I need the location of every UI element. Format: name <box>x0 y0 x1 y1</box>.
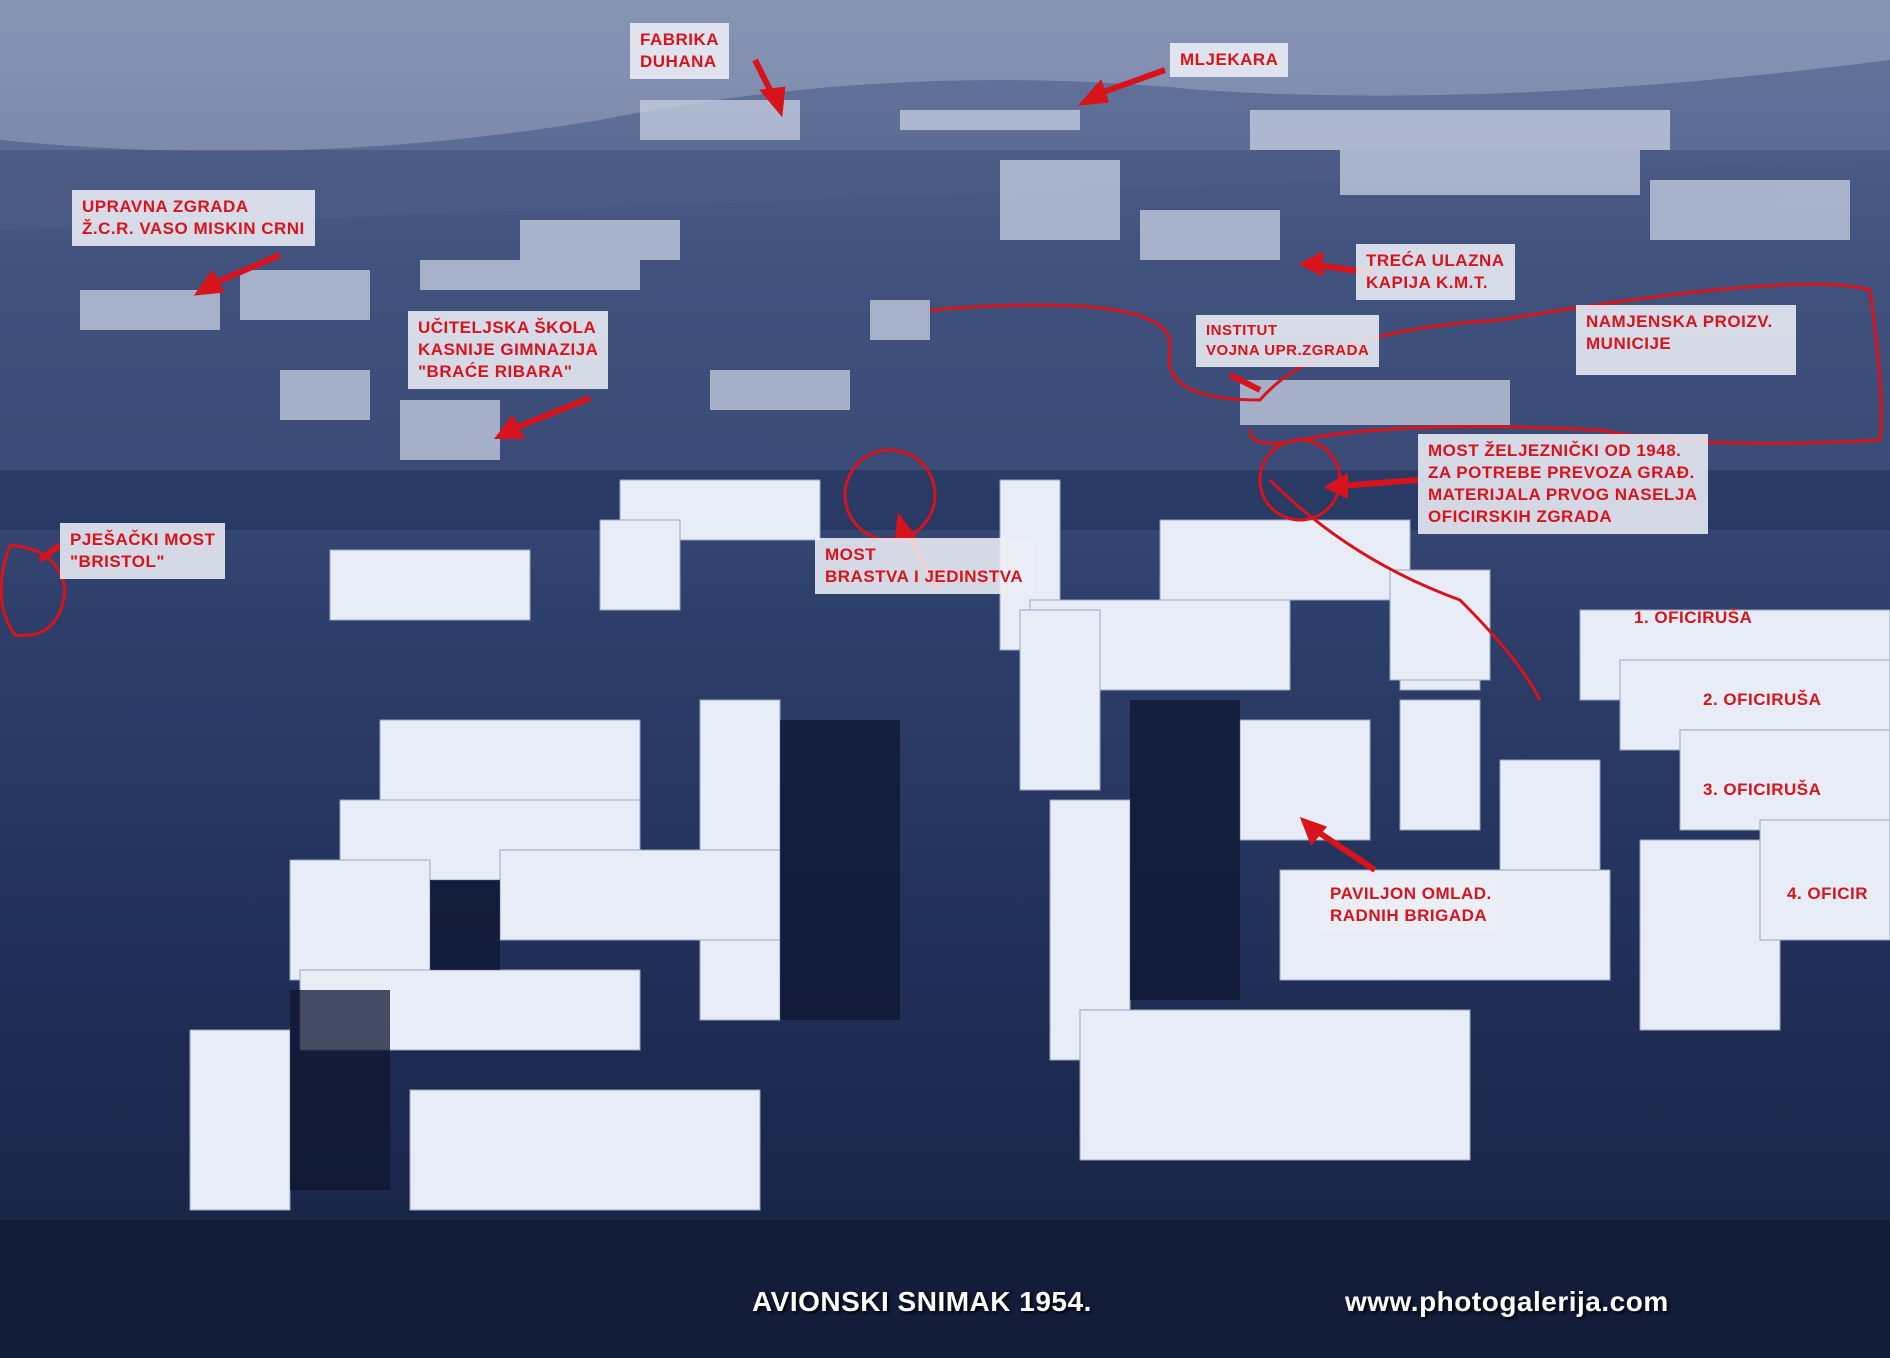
label-line: "BRAĆE RIBARA" <box>418 362 573 381</box>
label-uciteljska-skola: UČITELJSKA ŠKOLA KASNIJE GIMNAZIJA "BRAĆ… <box>408 311 609 389</box>
label-paviljon: PAVILJON OMLAD. RADNIH BRIGADA <box>1320 877 1502 933</box>
label-line: ZA POTREBE PREVOZA GRAĐ. <box>1428 463 1695 482</box>
label-line: RADNIH BRIGADA <box>1330 906 1488 925</box>
label-namjenska-proizvodnja: NAMJENSKA PROIZV. MUNICIJE <box>1576 305 1796 375</box>
label-line: MUNICIJE <box>1586 334 1672 353</box>
label-upravna-zgrada: UPRAVNA ZGRADA Ž.C.R. VASO MISKIN CRNI <box>72 190 315 246</box>
label-line: VOJNA UPR.ZGRADA <box>1206 342 1370 359</box>
label-line: MOST ŽELJEZNIČKI OD 1948. <box>1428 441 1682 460</box>
label-line: PJEŠAČKI MOST <box>70 530 216 549</box>
label-line: MATERIJALA PRVOG NASELJA <box>1428 485 1698 504</box>
label-line: MLJEKARA <box>1180 50 1279 69</box>
photo-caption: AVIONSKI SNIMAK 1954. <box>752 1286 1092 1317</box>
label-fabrika-duhana: FABRIKA DUHANA <box>630 23 730 79</box>
label-line: INSTITUT <box>1206 322 1278 339</box>
label-pjesacki-most: PJEŠAČKI MOST "BRISTOL" <box>60 523 226 579</box>
label-line: KAPIJA K.M.T. <box>1366 273 1489 292</box>
label-line: UPRAVNA ZGRADA <box>82 197 249 216</box>
label-line: FABRIKA <box>640 30 720 49</box>
label-line: UČITELJSKA ŠKOLA <box>418 318 597 337</box>
label-line: NAMJENSKA PROIZV. <box>1586 312 1773 331</box>
label-oficirusa-4: 4. OFICIR <box>1787 884 1869 903</box>
label-most-bratstva: MOST BRASTVA I JEDINSTVA <box>815 538 1034 594</box>
label-line: OFICIRSKIH ZGRADA <box>1428 507 1613 526</box>
label-institut: INSTITUT VOJNA UPR.ZGRADA <box>1196 315 1380 367</box>
label-line: BRASTVA I JEDINSTVA <box>825 567 1024 586</box>
label-line: DUHANA <box>640 52 717 71</box>
label-line: TREĆA ULAZNA <box>1366 251 1505 270</box>
label-line: "BRISTOL" <box>70 552 165 571</box>
label-line: MOST <box>825 545 877 564</box>
label-most-zeljeznicki: MOST ŽELJEZNIČKI OD 1948. ZA POTREBE PRE… <box>1418 434 1708 534</box>
label-line: Ž.C.R. VASO MISKIN CRNI <box>82 219 305 238</box>
label-mljekara: MLJEKARA <box>1170 43 1289 77</box>
website-watermark: www.photogalerija.com <box>1345 1286 1669 1317</box>
label-line: PAVILJON OMLAD. <box>1330 884 1492 903</box>
label-oficirusa-3: 3. OFICIRUŠA <box>1703 780 1822 799</box>
label-treca-ulazna-kapija: TREĆA ULAZNA KAPIJA K.M.T. <box>1356 244 1515 300</box>
label-oficirusa-2: 2. OFICIRUŠA <box>1703 690 1822 709</box>
label-line: KASNIJE GIMNAZIJA <box>418 340 599 359</box>
label-oficirusa-1: 1. OFICIRUŠA <box>1634 608 1753 627</box>
